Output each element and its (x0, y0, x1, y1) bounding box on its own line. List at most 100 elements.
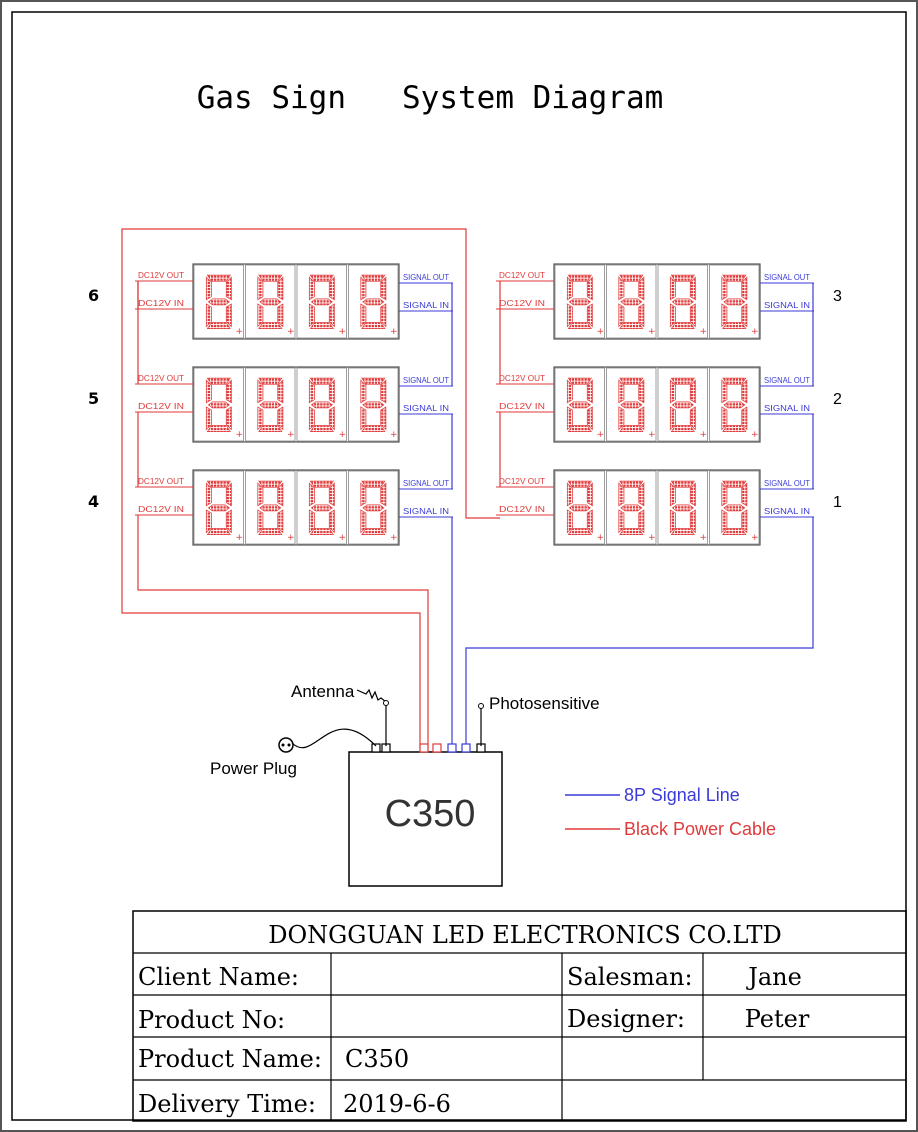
led-segment (689, 276, 696, 301)
delivery-time-value: 2019-6-6 (343, 1090, 451, 1118)
power-in-label: DC12V IN (138, 298, 184, 308)
led-segment (362, 298, 385, 306)
panel-number-2: 2 (833, 391, 842, 408)
led-segment (669, 406, 676, 431)
led-segment (619, 528, 644, 535)
signal-out-label: SIGNAL OUT (764, 478, 810, 488)
led-segment (328, 276, 335, 301)
led-segment (723, 298, 746, 306)
power-out-label: DC12V OUT (499, 476, 545, 486)
decimal-mark: + (751, 327, 759, 337)
digit-box (245, 367, 296, 442)
power-in-label: DC12V IN (499, 298, 545, 308)
connector-port (432, 743, 442, 753)
digit-box (193, 367, 244, 442)
led-segment (225, 509, 232, 534)
power-in-label: DC12V IN (499, 401, 545, 411)
digit-box (348, 367, 399, 442)
led-segment (568, 298, 591, 306)
seven-segment-digit (308, 480, 335, 535)
led-segment (567, 528, 592, 535)
led-segment (620, 401, 643, 409)
power-out-label: DC12V OUT (499, 270, 545, 280)
signal-out-label: SIGNAL OUT (403, 375, 449, 385)
led-segment (308, 406, 315, 431)
led-segment (670, 322, 695, 329)
decimal-mark: + (236, 533, 244, 543)
led-segment (258, 377, 283, 385)
led-segment (310, 298, 333, 306)
signal-in-label: SIGNAL IN (403, 403, 449, 413)
decimal-mark: + (339, 430, 347, 440)
led-segment (669, 482, 676, 507)
led-segment (638, 509, 645, 534)
led-segment (328, 303, 335, 328)
decimal-mark: + (390, 533, 398, 543)
panel-number-6: 6 (88, 286, 99, 305)
decimal-mark: + (287, 533, 295, 543)
power-out-label: DC12V OUT (138, 476, 184, 486)
power-plug-pin (287, 743, 291, 747)
decimal-mark: + (390, 327, 398, 337)
power-plug-label: Power Plug (210, 759, 297, 778)
signal-out-label: SIGNAL OUT (403, 478, 449, 488)
led-segment (380, 482, 387, 507)
led-segment (638, 276, 645, 301)
power-out-label: DC12V OUT (138, 270, 184, 280)
digit-box (193, 470, 244, 545)
led-segment (205, 509, 212, 534)
power-in-label: DC12V IN (138, 504, 184, 514)
company-name: DONGGUAN LED ELECTRONICS CO.LTD (268, 921, 782, 949)
led-segment (205, 482, 212, 507)
diagram-title: Gas Sign System Diagram (197, 80, 664, 116)
led-segment (741, 406, 748, 431)
decimal-mark: + (700, 533, 708, 543)
seven-segment-digit (669, 274, 696, 329)
led-segment (638, 406, 645, 431)
legend: 8P Signal Line Black Power Cable (565, 785, 776, 839)
led-segment (328, 482, 335, 507)
led-segment (361, 377, 386, 385)
decimal-mark: + (648, 533, 656, 543)
led-segment (586, 509, 593, 534)
led-segment (567, 322, 592, 329)
power-plug: Power Plug (210, 728, 377, 778)
led-segment (277, 509, 284, 534)
digit-box (554, 367, 605, 442)
digit-box (554, 470, 605, 545)
client-name-label: Client Name: (138, 963, 299, 991)
led-segment (671, 504, 694, 512)
decimal-mark: + (236, 430, 244, 440)
led-segment (309, 377, 334, 385)
power-out-label: DC12V OUT (499, 373, 545, 383)
led-segment (308, 482, 315, 507)
led-segment (567, 377, 592, 385)
power-plug-icon (278, 737, 294, 753)
led-segment (670, 528, 695, 535)
seven-segment-digit (618, 480, 645, 535)
seven-segment-digit (360, 274, 387, 329)
decimal-mark: + (700, 327, 708, 337)
seven-segment-digit (360, 480, 387, 535)
designer-value: Peter (745, 1005, 810, 1033)
digit-box (296, 367, 347, 442)
led-segment (567, 425, 592, 432)
panel-number-1: 1 (833, 494, 842, 511)
seven-segment-digit (308, 377, 335, 432)
led-segment (723, 504, 746, 512)
led-segment (259, 298, 282, 306)
designer-label: Designer: (567, 1005, 685, 1033)
led-segment (309, 425, 334, 432)
led-segment (670, 377, 695, 385)
controller-box (348, 751, 503, 887)
digit-box (193, 264, 244, 339)
led-segment (618, 276, 625, 301)
led-segment (566, 482, 573, 507)
signal-in-label: SIGNAL IN (764, 300, 810, 310)
led-segment (721, 406, 728, 431)
